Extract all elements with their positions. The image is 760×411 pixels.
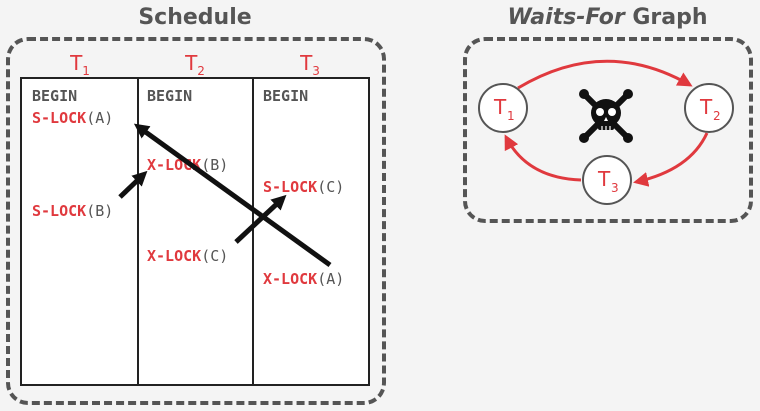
t1-slock-a-op: S-LOCK	[32, 109, 87, 127]
column-header-t1: T1	[25, 52, 135, 82]
graph-title-italic: Waits-For	[507, 5, 625, 30]
column-header-t3-sub: 3	[312, 64, 320, 78]
node-t3: T 3	[582, 155, 632, 205]
t1-begin: BEGIN	[32, 87, 77, 105]
column-divider-1	[137, 79, 139, 384]
t3-xlock-a-arg: (A)	[317, 270, 345, 288]
graph-frame	[463, 37, 753, 223]
node-t1-label: T	[493, 95, 507, 119]
schedule-title: Schedule	[138, 5, 252, 30]
graph-title-rest: Graph	[624, 5, 708, 30]
t3-begin: BEGIN	[263, 87, 308, 105]
t2-begin-text: BEGIN	[147, 87, 193, 105]
node-t3-label: T	[597, 167, 611, 191]
t3-xlock-a-op: X-LOCK	[263, 270, 318, 288]
edge-t3-to-t1	[504, 134, 582, 182]
column-header-t2: T2	[140, 52, 250, 82]
node-t2: T 2	[684, 83, 734, 133]
t1-slock-a-arg: (A)	[86, 109, 114, 127]
t1-slock-b-arg: (B)	[86, 202, 114, 220]
edge-t1-to-t2	[517, 59, 693, 90]
t1-slock-b-op: S-LOCK	[32, 202, 87, 220]
t1-slock-b: S-LOCK(B)	[32, 202, 113, 220]
t1-begin-text: BEGIN	[32, 87, 78, 105]
t2-begin: BEGIN	[147, 87, 192, 105]
node-t2-label: T	[699, 95, 713, 119]
t3-begin-text: BEGIN	[263, 87, 309, 105]
skull-crossbones-icon	[579, 89, 633, 143]
column-header-t1-sub: 1	[82, 64, 90, 78]
schedule-frame	[6, 37, 386, 405]
t1-slock-a: S-LOCK(A)	[32, 109, 113, 127]
edge-t2-to-t3	[633, 132, 709, 187]
t3-xlock-a: X-LOCK(A)	[263, 270, 344, 288]
node-t2-sub: 2	[713, 109, 721, 123]
column-header-t3: T3	[255, 52, 365, 82]
column-header-t1-label: T	[70, 51, 83, 75]
node-t1: T 1	[478, 83, 528, 133]
node-t1-sub: 1	[507, 109, 515, 123]
graph-title: Waits-For Graph	[465, 6, 750, 30]
column-header-t2-label: T	[185, 51, 198, 75]
column-header-t3-label: T	[300, 51, 313, 75]
column-header-t2-sub: 2	[197, 64, 205, 78]
node-t3-sub: 3	[611, 181, 619, 195]
